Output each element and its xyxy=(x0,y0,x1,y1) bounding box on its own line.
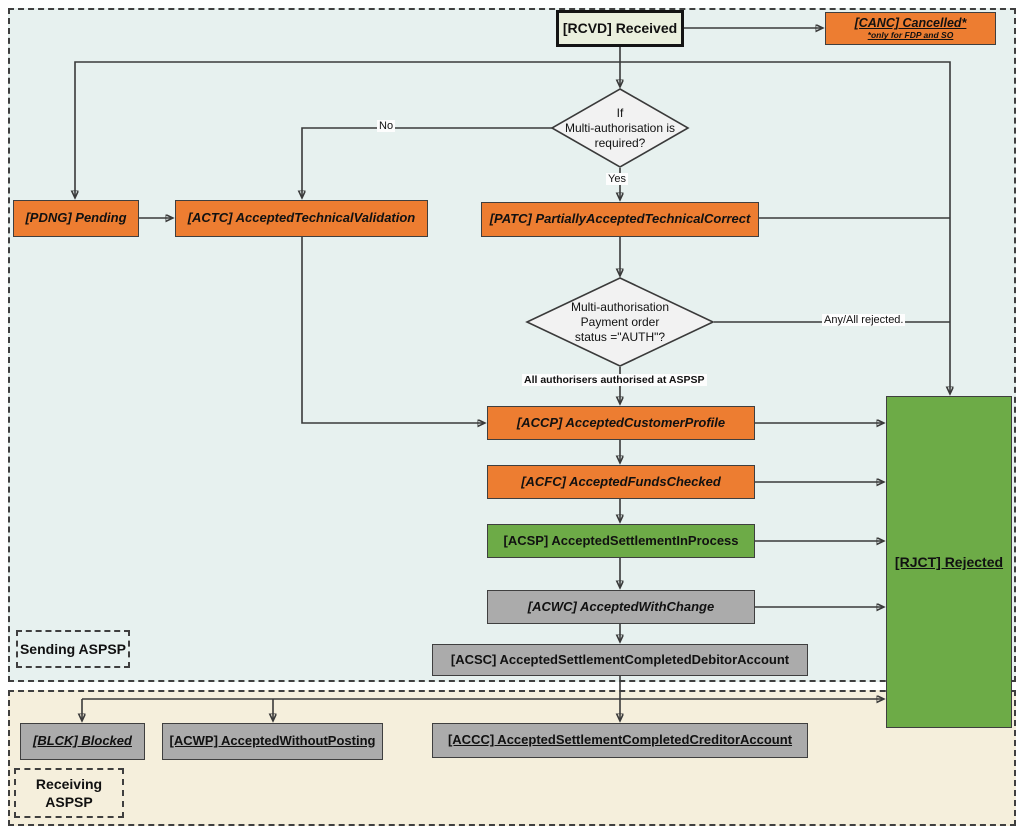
node-rcvd: [RCVD] Received xyxy=(556,10,684,47)
edge-rcvd-to-rjct xyxy=(620,61,950,393)
node-acsp: [ACSP] AcceptedSettlementInProcess xyxy=(487,524,755,558)
receiving-aspsp-label: Receiving ASPSP xyxy=(14,768,124,818)
node-acwc: [ACWC] AcceptedWithChange xyxy=(487,590,755,624)
node-actc: [ACTC] AcceptedTechnicalValidation xyxy=(175,200,428,237)
edge-decision1-no-to-actc xyxy=(302,127,553,197)
node-acwp-label: [ACWP] AcceptedWithoutPosting xyxy=(169,733,376,749)
node-rjct-label: [RJCT] Rejected xyxy=(894,553,1004,570)
node-acsc-label: [ACSC] AcceptedSettlementCompletedDebito… xyxy=(450,651,790,667)
node-acsc: [ACSC] AcceptedSettlementCompletedDebito… xyxy=(432,644,808,676)
node-rcvd-label: [RCVD] Received xyxy=(562,20,678,37)
edge-label-yes: Yes xyxy=(606,173,628,185)
node-pdng-label: [PDNG] Pending xyxy=(25,210,127,226)
node-patc-label: [PATC] PartiallyAcceptedTechnicalCorrect xyxy=(489,211,751,227)
node-patc: [PATC] PartiallyAcceptedTechnicalCorrect xyxy=(481,202,759,237)
node-accc: [ACCC] AcceptedSettlementCompletedCredit… xyxy=(432,723,808,758)
node-accc-label: [ACCC] AcceptedSettlementCompletedCredit… xyxy=(447,732,793,748)
node-canc-note: *only for FDP and SO xyxy=(867,30,954,41)
node-canc: [CANC] Cancelled* *only for FDP and SO xyxy=(825,12,996,45)
node-rjct: [RJCT] Rejected xyxy=(886,396,1012,728)
decision-multi-auth-required-text: If Multi-authorisation is required? xyxy=(564,105,676,150)
node-blck: [BLCK] Blocked xyxy=(20,723,145,760)
edge-label-no: No xyxy=(377,120,396,132)
node-canc-label: [CANC] Cancelled* xyxy=(854,15,967,30)
node-acwc-label: [ACWC] AcceptedWithChange xyxy=(527,598,715,614)
sending-aspsp-label: Sending ASPSP xyxy=(16,630,130,668)
node-acwp: [ACWP] AcceptedWithoutPosting xyxy=(162,723,383,760)
edge-label-all-authorised: All authorisers authorised at ASPSP xyxy=(522,374,707,386)
node-accp: [ACCP] AcceptedCustomerProfile xyxy=(487,406,755,440)
node-blck-label: [BLCK] Blocked xyxy=(33,733,132,749)
node-actc-label: [ACTC] AcceptedTechnicalValidation xyxy=(187,210,416,226)
node-acsp-label: [ACSP] AcceptedSettlementInProcess xyxy=(503,532,739,548)
decision-auth-status-text: Multi-authorisation Payment order status… xyxy=(570,299,670,344)
decision-auth-status xyxy=(525,277,715,367)
node-pdng: [PDNG] Pending xyxy=(13,200,139,237)
sending-aspsp-region xyxy=(8,8,1016,682)
edge-label-any-all-rejected: Any/All rejected. xyxy=(822,314,906,326)
node-accp-label: [ACCP] AcceptedCustomerProfile xyxy=(516,414,726,430)
node-acfc: [ACFC] AcceptedFundsChecked xyxy=(487,465,755,499)
edge-rcvd-to-pdng xyxy=(75,61,620,197)
decision-multi-auth-required xyxy=(550,88,690,168)
edge-actc-to-accp xyxy=(301,237,484,423)
node-acfc-label: [ACFC] AcceptedFundsChecked xyxy=(521,473,721,489)
